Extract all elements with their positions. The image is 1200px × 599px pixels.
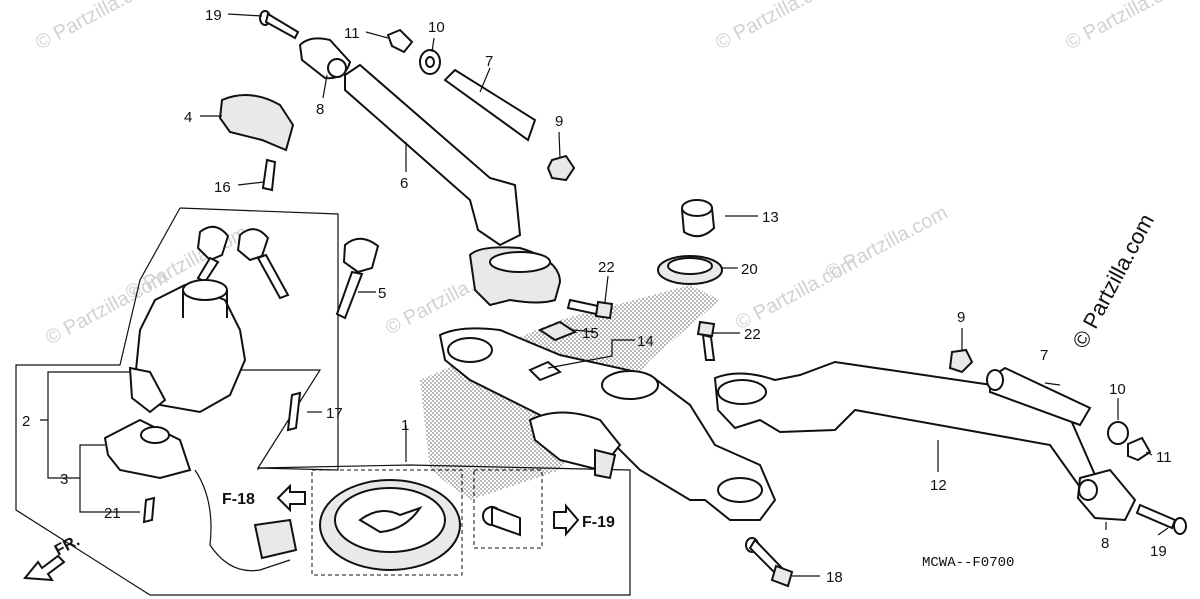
part-11-clip-top bbox=[386, 28, 414, 54]
key-set bbox=[196, 225, 290, 300]
callout-8-top: 8 bbox=[316, 101, 324, 118]
part-19-bolt bbox=[259, 10, 300, 40]
watermark-7: © Partzilla.com bbox=[822, 202, 951, 285]
callout-15: 15 bbox=[582, 325, 599, 342]
callout-21: 21 bbox=[104, 505, 121, 522]
part-18-bolt bbox=[745, 537, 794, 588]
callout-13: 13 bbox=[762, 209, 779, 226]
watermark-vertical: © Partzilla.com bbox=[1067, 210, 1159, 353]
callout-5: 5 bbox=[378, 285, 386, 302]
leader-lines bbox=[40, 13, 1169, 577]
watermark-1: © Partzilla.com bbox=[32, 0, 161, 54]
part-1-top-bridge bbox=[438, 327, 777, 521]
callout-20: 20 bbox=[741, 261, 758, 278]
callout-22-a: 22 bbox=[598, 259, 615, 276]
callout-7-right: 7 bbox=[1040, 347, 1048, 364]
watermark-3: © Partzilla.com bbox=[1062, 0, 1191, 54]
f19-arrow bbox=[553, 503, 580, 537]
callout-1: 1 bbox=[401, 417, 409, 434]
front-label: FR. bbox=[52, 532, 83, 559]
part-15-plate bbox=[537, 320, 578, 342]
callout-11-right: 11 bbox=[1156, 449, 1172, 466]
ref-f19: F-19 bbox=[582, 514, 615, 531]
part-8-bar-end-weight bbox=[298, 37, 352, 80]
lock-cylinder-dashed-box bbox=[473, 469, 543, 549]
callout-18: 18 bbox=[826, 569, 843, 586]
callout-22-b: 22 bbox=[744, 326, 761, 343]
watermark-2: © Partzilla.com bbox=[712, 0, 841, 54]
callout-14: 14 bbox=[637, 333, 654, 350]
callout-12: 12 bbox=[930, 477, 947, 494]
part-20-steering-nut bbox=[657, 255, 723, 285]
part-10-nut-top bbox=[419, 49, 441, 75]
part-6-left-handlebar bbox=[344, 63, 562, 307]
callout-17: 17 bbox=[326, 405, 343, 422]
part-3-ignition-switch-sensor bbox=[103, 418, 298, 572]
part-7-inner-weight-top bbox=[443, 68, 537, 142]
callout-10-right: 10 bbox=[1109, 381, 1126, 398]
part-4-cover bbox=[218, 94, 295, 152]
front-direction-arrow bbox=[23, 554, 66, 582]
callout-9-top: 9 bbox=[555, 113, 563, 130]
part-16-screw bbox=[261, 158, 277, 192]
lock-cover-dashed-box bbox=[311, 469, 463, 576]
part-10-nut-right bbox=[1107, 421, 1129, 445]
part-7-inner-weight-right bbox=[986, 366, 1092, 427]
part-19-bolt-right bbox=[1135, 503, 1187, 535]
part-5-key-blank bbox=[335, 237, 380, 320]
part-9-nut-top bbox=[546, 154, 576, 182]
part-9-nut-right bbox=[948, 348, 974, 374]
kit-outline-box bbox=[15, 207, 631, 596]
callout-7-top: 7 bbox=[485, 53, 493, 70]
callout-4: 4 bbox=[184, 109, 192, 126]
part-17-screw bbox=[286, 391, 302, 432]
callout-11-top: 11 bbox=[344, 25, 360, 42]
f18-arrow bbox=[276, 483, 306, 513]
part-21-screw bbox=[142, 496, 156, 524]
part-12-right-handlebar bbox=[713, 360, 1097, 492]
part-11-clip-right bbox=[1127, 436, 1152, 462]
part-13-cap bbox=[680, 199, 716, 238]
callout-10-top: 10 bbox=[428, 19, 445, 36]
callout-6: 6 bbox=[400, 175, 408, 192]
ref-f18: F-18 bbox=[222, 491, 255, 508]
callout-16: 16 bbox=[214, 179, 231, 196]
diagram-code: MCWA--F0700 bbox=[922, 555, 1014, 571]
callout-19-right: 19 bbox=[1150, 543, 1167, 560]
lock-cover bbox=[319, 479, 461, 571]
callout-3: 3 bbox=[60, 471, 68, 488]
ignition-switch bbox=[128, 279, 247, 414]
lock-cylinder bbox=[482, 505, 521, 537]
callout-9-right: 9 bbox=[957, 309, 965, 326]
part-8-bar-end-weight-right bbox=[1076, 468, 1137, 522]
part-22-bolt-a bbox=[566, 298, 614, 320]
callouts: 19 11 10 7 8 9 4 6 16 13 20 22 5 15 14 2… bbox=[22, 7, 1172, 586]
callout-19-top: 19 bbox=[205, 7, 222, 24]
part-14-plate bbox=[528, 360, 562, 382]
callout-2: 2 bbox=[22, 413, 30, 430]
part-22-bolt-b bbox=[696, 320, 716, 361]
callout-8-right: 8 bbox=[1101, 535, 1109, 552]
